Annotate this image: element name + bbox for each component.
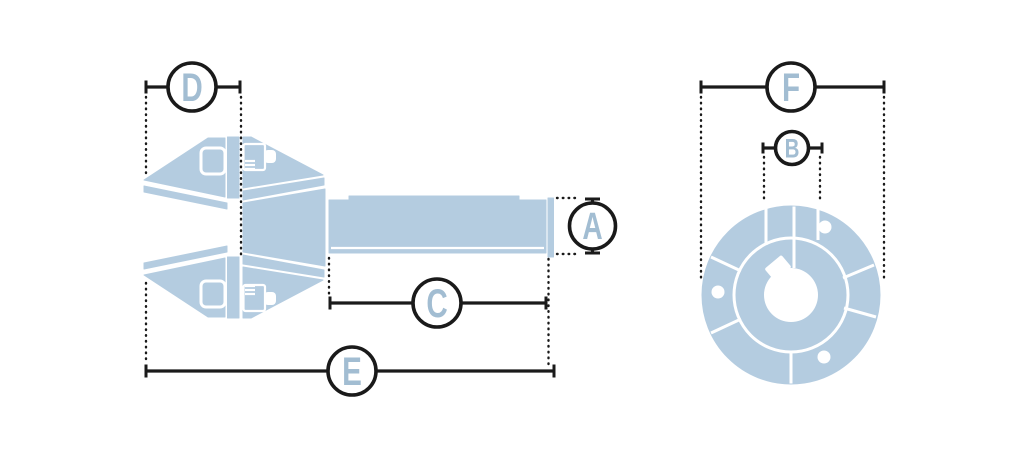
dimension-C: C bbox=[328, 277, 548, 329]
bolt-tip-bottom bbox=[264, 292, 276, 305]
dim-letter-A: A bbox=[582, 206, 602, 248]
dimension-D: D bbox=[144, 61, 242, 113]
flange-top-left-sliver bbox=[143, 185, 228, 210]
flange-bottom-left-mass bbox=[143, 257, 226, 318]
dim-circle-B bbox=[773, 129, 811, 167]
slit-upper-right bbox=[842, 263, 875, 280]
keyway-notch bbox=[765, 255, 791, 281]
dimension-B: B bbox=[761, 129, 824, 167]
barrel bbox=[328, 195, 547, 254]
dim-circle-A bbox=[567, 201, 618, 251]
dimension-E: E bbox=[144, 345, 556, 397]
bolt-head-outline-bottom-icon bbox=[199, 279, 227, 309]
bolt-head-outline-top-icon bbox=[199, 146, 227, 176]
flange-bottom-post bbox=[227, 256, 240, 319]
taper-cone bbox=[242, 188, 326, 267]
bolt-side-top-icon bbox=[242, 142, 276, 172]
hub-ring bbox=[732, 236, 850, 354]
flange-top-post bbox=[227, 136, 240, 199]
flange-top-right-sliver bbox=[242, 177, 325, 201]
side-view bbox=[143, 136, 554, 319]
dim-letter-C: C bbox=[426, 282, 447, 326]
dim-letter-D: D bbox=[181, 66, 202, 110]
bolt-hole-bottom-right bbox=[817, 350, 831, 364]
flange-bottom-right-mass bbox=[242, 266, 324, 319]
slit-upper-left bbox=[710, 255, 742, 273]
dim-letter-F: F bbox=[782, 66, 800, 110]
dimension-F: F bbox=[699, 61, 886, 113]
flange-bottom-right-sliver bbox=[242, 254, 325, 278]
front-view bbox=[701, 205, 881, 385]
bolt-side-bottom-icon bbox=[242, 283, 276, 313]
bolt-tip-top bbox=[264, 150, 276, 163]
bolt-hole-left bbox=[711, 285, 725, 299]
flange-bottom-left-sliver bbox=[143, 245, 228, 270]
dimension-A: A bbox=[567, 197, 618, 255]
dim-letter-B: B bbox=[785, 134, 800, 164]
barrel-end-cap bbox=[547, 197, 554, 258]
flange-top-right-mass bbox=[242, 136, 324, 189]
dim-circle-C bbox=[411, 277, 463, 329]
flange-top-left-mass bbox=[143, 137, 226, 198]
dim-circle-E bbox=[326, 345, 378, 397]
dim-circle-F bbox=[765, 61, 817, 113]
slit-lower-left bbox=[710, 317, 742, 335]
bolt-hole-top-right bbox=[818, 220, 832, 234]
extension-lines bbox=[144, 95, 886, 366]
dim-letter-E: E bbox=[342, 350, 362, 394]
bore bbox=[764, 268, 818, 322]
dim-circle-D bbox=[166, 61, 218, 113]
slit-lower-right bbox=[843, 306, 877, 319]
